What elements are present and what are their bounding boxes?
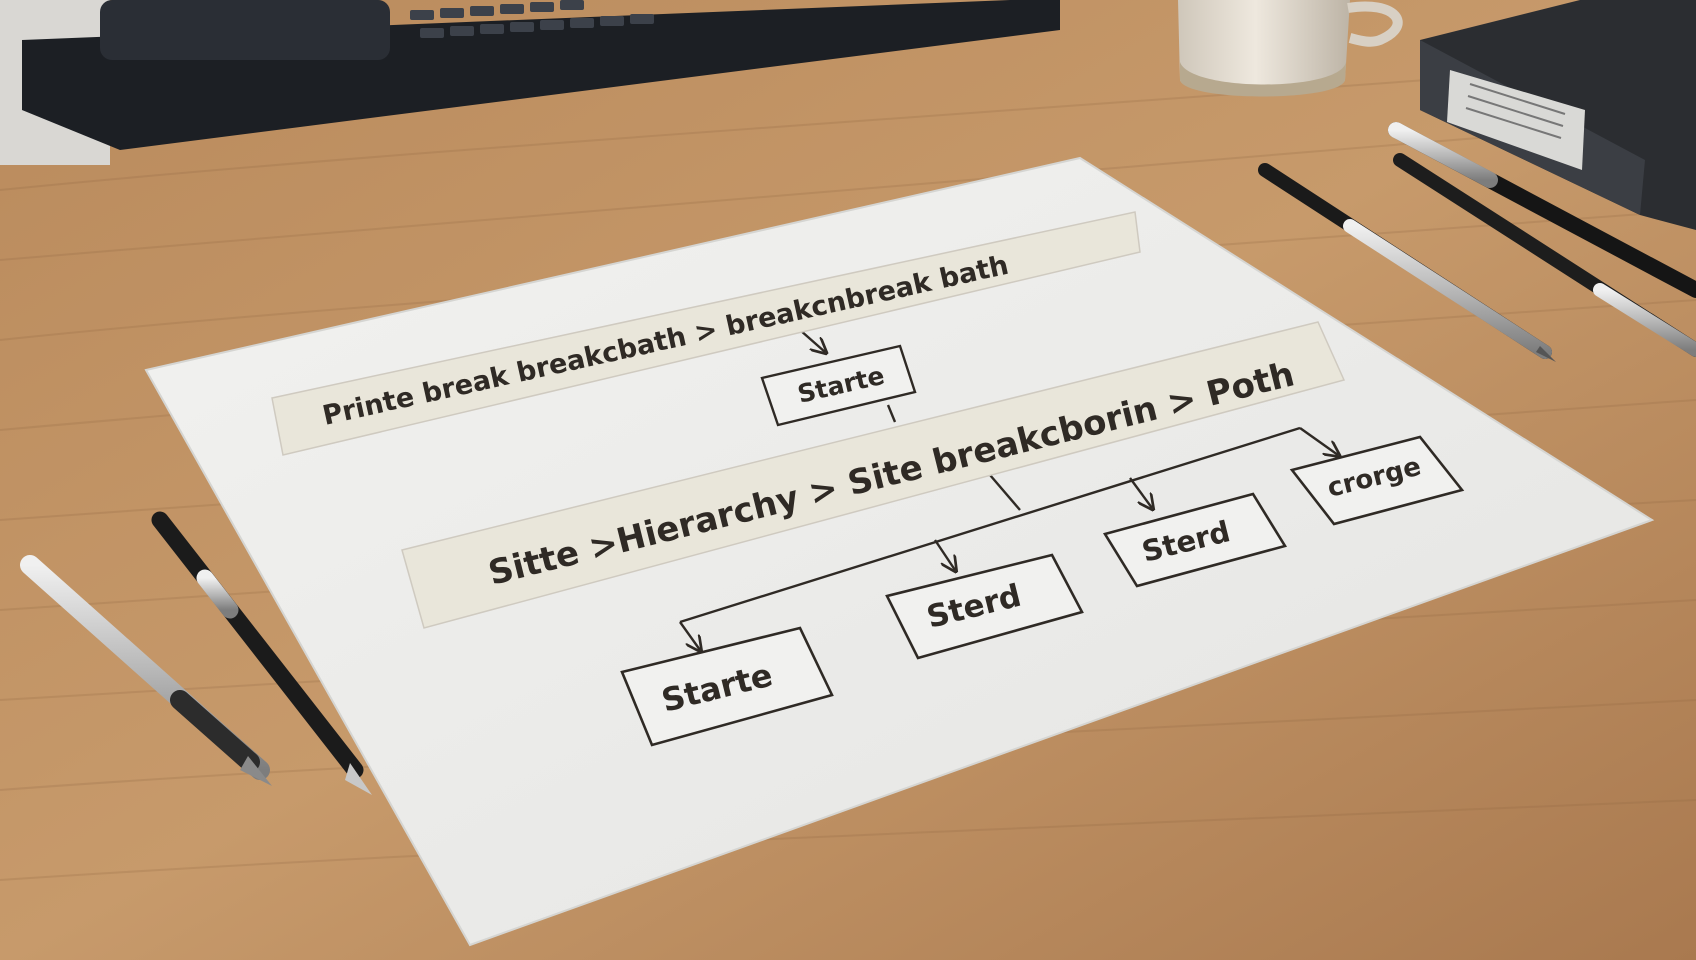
node-box-far-right: crorge [1289, 435, 1465, 526]
keyboard-icon [22, 0, 1060, 150]
node-box-left: Starte [620, 626, 834, 747]
mug-icon [1178, 0, 1403, 97]
binder-icon [1420, 0, 1696, 230]
pen-icon [1258, 163, 1556, 362]
pen-icon [20, 555, 272, 786]
hierarchy-diagram [679, 329, 1338, 650]
pen-icon [151, 511, 372, 795]
node-box-top: Starte [760, 344, 917, 427]
node-box-right-center: Sterd [1102, 492, 1288, 588]
pen-icon [1388, 122, 1696, 357]
node-box-center: Sterd [885, 553, 1084, 660]
